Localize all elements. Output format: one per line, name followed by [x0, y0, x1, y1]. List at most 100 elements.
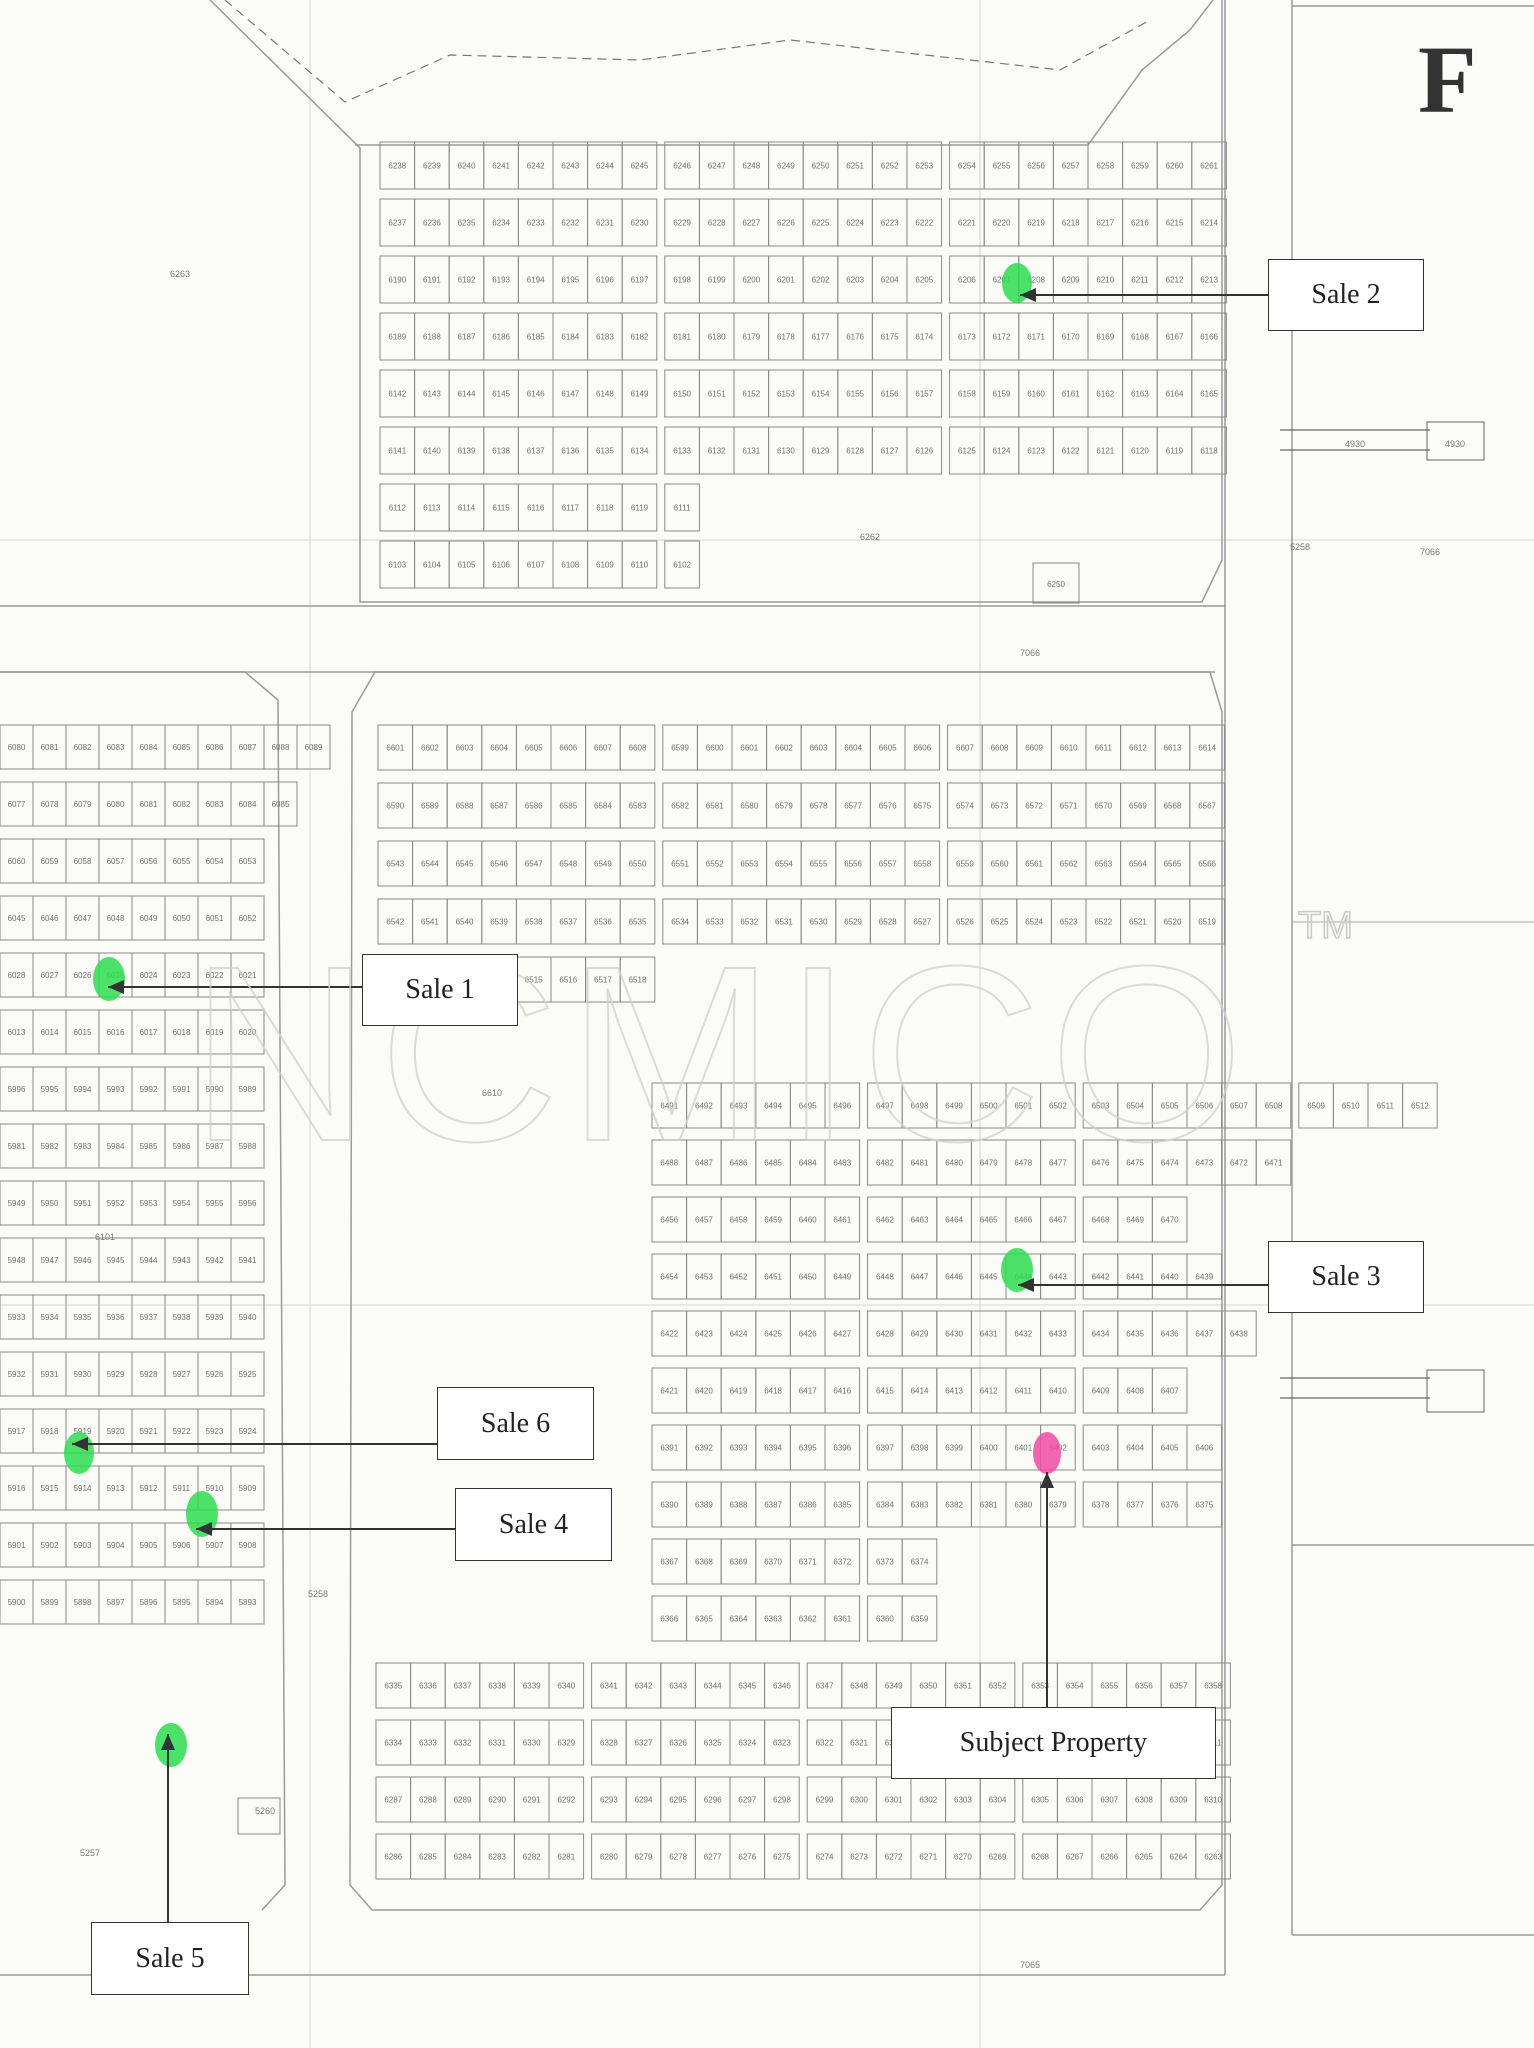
- lot-outline: [1040, 1367, 1076, 1414]
- lot-number: 6310: [1204, 1796, 1222, 1805]
- lot-cell: 6112: [379, 483, 416, 532]
- lot-number: 6118: [1200, 447, 1218, 456]
- block-label: 6263: [170, 269, 190, 279]
- lot-outline: [1151, 1196, 1188, 1243]
- lot-cell: 6276: [729, 1833, 766, 1880]
- lot-number: 6555: [810, 860, 828, 869]
- lot-number: 6267: [1066, 1853, 1084, 1862]
- lot-cell: 6252: [871, 141, 908, 190]
- lot-outline: [979, 1833, 1016, 1880]
- lot-number: 6242: [527, 162, 545, 171]
- lot-cell: 6406: [1186, 1424, 1223, 1471]
- lot-cell: 6337: [444, 1662, 481, 1709]
- lot-cell: 6146: [517, 369, 554, 418]
- lot-number: 6522: [1094, 918, 1112, 927]
- lot-number: 6231: [596, 219, 614, 228]
- lot-cell: 6217: [1087, 198, 1124, 247]
- lot-number: 5895: [173, 1598, 191, 1607]
- lot-number: 6337: [454, 1682, 472, 1691]
- lot-outline: [548, 1662, 585, 1709]
- lot-cell: 6327: [625, 1719, 662, 1766]
- lot-cell: 6273: [841, 1833, 877, 1880]
- lot-cell: 6563: [1085, 840, 1122, 887]
- lot-cell: 5916: [0, 1465, 34, 1511]
- lot-cell: 6460: [789, 1196, 826, 1243]
- lot-cell: 5904: [98, 1522, 133, 1568]
- lot-cell: 6257: [1052, 141, 1089, 190]
- lot-cell: 6045: [0, 895, 34, 941]
- lot-number: 6271: [919, 1853, 937, 1862]
- lot-cell: 6376: [1151, 1481, 1188, 1528]
- lot-number: 6173: [958, 333, 976, 342]
- lot-number: 6306: [1066, 1796, 1084, 1805]
- lot-outline: [230, 1123, 265, 1169]
- lot-number: 6454: [660, 1273, 678, 1282]
- lot-cell: 5949: [0, 1180, 34, 1226]
- lot-number: 6484: [799, 1159, 817, 1168]
- lot-number: 6307: [1100, 1796, 1118, 1805]
- lot-number: 6017: [140, 1028, 158, 1037]
- lot-outline: [1186, 1424, 1223, 1471]
- lot-cell: 6078: [32, 781, 67, 827]
- lot-cell: 6135: [587, 426, 623, 475]
- lot-cell: 6126: [906, 426, 943, 475]
- lot-cell: 6080: [98, 781, 133, 827]
- lot-number: 5936: [107, 1313, 125, 1322]
- lot-cell: 6166: [1191, 312, 1227, 361]
- lot-outline: [230, 1351, 265, 1397]
- lot-cell: 6355: [1091, 1662, 1128, 1709]
- lot-cell: 6576: [869, 782, 906, 829]
- lot-number: 6226: [777, 219, 795, 228]
- lot-cell: 6234: [483, 198, 519, 247]
- lot-outline: [621, 426, 658, 475]
- lot-cell: 6582: [662, 782, 698, 829]
- lot-cell: 6192: [448, 255, 485, 304]
- lot-number: 6224: [846, 219, 864, 228]
- lot-cell: 6178: [768, 312, 804, 361]
- lot-number: 6022: [206, 971, 224, 980]
- lot-cell: 6160: [1018, 369, 1054, 418]
- lot-cell: 6468: [1082, 1196, 1119, 1243]
- lot-cell: 6587: [481, 782, 517, 829]
- lot-number: 6380: [1014, 1501, 1032, 1510]
- lot-number: 6155: [846, 390, 864, 399]
- lot-number: 6427: [833, 1330, 851, 1339]
- lot-cell: 6232: [552, 198, 589, 247]
- lot-number: 6322: [816, 1739, 834, 1748]
- lot-number: 6252: [881, 162, 899, 171]
- lot-number: 6168: [1131, 333, 1149, 342]
- lot-number: 6460: [799, 1216, 817, 1225]
- lot-number: 6023: [173, 971, 191, 980]
- lot-number: 5956: [239, 1199, 257, 1208]
- lot-number: 6431: [980, 1330, 998, 1339]
- lot-cell: 6556: [835, 840, 871, 887]
- lot-cell: 6197: [621, 255, 658, 304]
- lot-number: 5911: [173, 1484, 191, 1493]
- lot-number: 6153: [777, 390, 795, 399]
- lot-cell: 6483: [824, 1139, 861, 1186]
- lot-number: 6536: [594, 918, 612, 927]
- lot-cell: 6554: [766, 840, 802, 887]
- lot-outline: [1255, 1082, 1292, 1129]
- lot-cell: 6583: [619, 782, 656, 829]
- lot-outline: [621, 255, 658, 304]
- lot-number: 6561: [1025, 860, 1043, 869]
- lot-number: 6296: [704, 1796, 722, 1805]
- lot-number: 5932: [8, 1370, 26, 1379]
- lot-cell: 6469: [1117, 1196, 1153, 1243]
- lot-cell: 6227: [733, 198, 770, 247]
- lot-number: 6352: [989, 1682, 1007, 1691]
- lot-number: 6563: [1094, 860, 1112, 869]
- lot-cell: 6567: [1189, 782, 1225, 829]
- lot-cell: 6279: [625, 1833, 662, 1880]
- lot-number: 6505: [1161, 1102, 1179, 1111]
- lot-number: 6601: [386, 744, 404, 753]
- lot-cell: 6338: [479, 1662, 515, 1709]
- lot-cell: 6213: [1191, 255, 1227, 304]
- lot-number: 6356: [1135, 1682, 1153, 1691]
- lot-cell: 6015: [65, 1009, 100, 1055]
- lot-number: 6288: [419, 1796, 437, 1805]
- lot-number: 6117: [562, 504, 580, 513]
- lot-number: 6475: [1126, 1159, 1144, 1168]
- lot-number: 6106: [492, 561, 510, 570]
